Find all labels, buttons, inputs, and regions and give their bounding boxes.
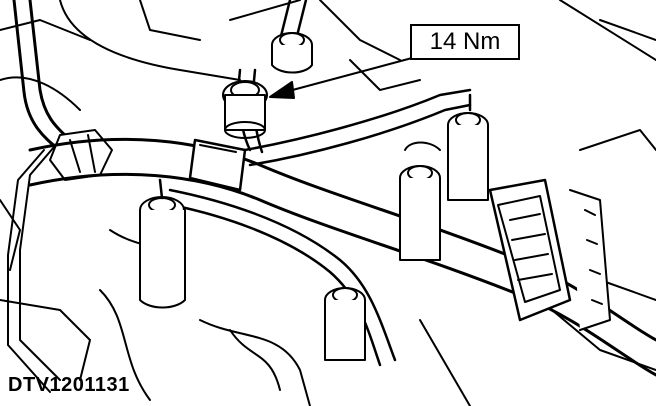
injector-lines [168, 0, 472, 367]
rail-clamp [188, 138, 247, 192]
injector-nut-torque-target [222, 80, 268, 139]
right-injector-nuts [399, 93, 489, 261]
left-union-nut [49, 129, 113, 181]
lower-injector-nut [324, 287, 366, 361]
top-injector-nut [271, 32, 313, 74]
electrical-connector [488, 178, 611, 331]
torque-callout-label: 14 Nm [410, 24, 520, 60]
figure-reference-code: DTV1201131 [8, 374, 130, 396]
left-fuel-pipe [7, 0, 72, 393]
torque-leader-arrow [269, 57, 413, 99]
left-injector-nut [139, 178, 186, 309]
